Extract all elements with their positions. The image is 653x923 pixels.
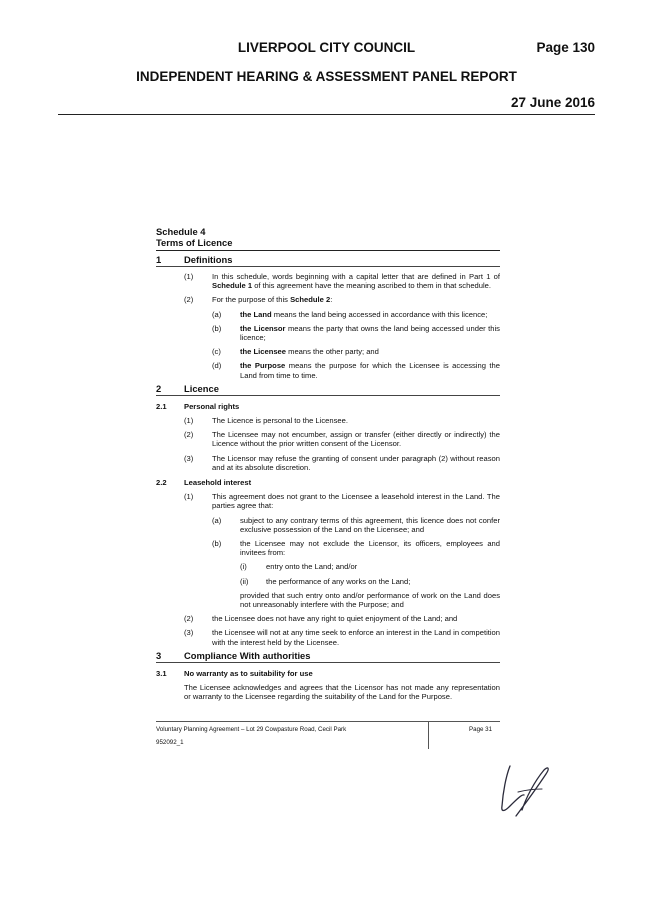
definition-item: (c) the Licensee means the other party; … bbox=[156, 347, 500, 356]
council-name: LIVERPOOL CITY COUNCIL bbox=[237, 40, 416, 55]
section-heading-3: 3 Compliance With authorities bbox=[156, 650, 500, 663]
clause-item: (1) In this schedule, words beginning wi… bbox=[156, 272, 500, 290]
scanned-document: Schedule 4 Terms of Licence 1 Definition… bbox=[156, 226, 500, 702]
schedule-rule bbox=[156, 250, 500, 251]
clause-item: (2) The Licensee may not encumber, assig… bbox=[156, 430, 500, 448]
clause-text: the Licensee means the other party; and bbox=[240, 347, 500, 356]
clause-label: (b) bbox=[212, 323, 222, 333]
clause-text: the Purpose means the purpose for which … bbox=[240, 361, 500, 379]
defined-term: the Land bbox=[240, 309, 272, 319]
clause-text: entry onto the Land; and/or bbox=[266, 562, 358, 572]
section-number: 3 bbox=[156, 649, 162, 661]
clause-text: This agreement does not grant to the Lic… bbox=[212, 492, 500, 511]
clause-text: the performance of any works on the Land… bbox=[266, 576, 411, 586]
definition-item: (d) the Purpose means the purpose for wh… bbox=[156, 361, 500, 379]
subsection-heading-2-2: 2.2 Leasehold interest bbox=[156, 478, 500, 487]
signature-icon bbox=[501, 765, 549, 817]
clause-label: (3) bbox=[184, 453, 194, 463]
proviso-text: provided that such entry onto and/or per… bbox=[240, 590, 500, 610]
clause-item: (a) subject to any contrary terms of thi… bbox=[156, 516, 500, 534]
subsection-heading-2-1: 2.1 Personal rights bbox=[156, 402, 500, 411]
clause-label: (1) bbox=[184, 272, 194, 281]
clause-label: (3) bbox=[184, 628, 194, 638]
clause-label: (d) bbox=[212, 361, 222, 371]
schedule-subtitle: Terms of Licence bbox=[156, 237, 233, 248]
definition-text: means the other party; and bbox=[286, 347, 379, 357]
subsection-title: No warranty as to suitability for use bbox=[184, 668, 313, 678]
page-number: Page 130 bbox=[536, 40, 595, 55]
clause-text: The Licensor may refuse the granting of … bbox=[212, 453, 500, 472]
footer-page-number: Page 31 bbox=[469, 726, 493, 733]
footer-rule bbox=[156, 721, 500, 722]
defined-term: the Purpose bbox=[240, 361, 286, 371]
definition-item: (a) the Land means the land being access… bbox=[156, 310, 500, 319]
section-heading-1: 1 Definitions bbox=[156, 254, 500, 267]
section-title: Definitions bbox=[184, 254, 233, 265]
clause-item: (2) the Licensee does not have any right… bbox=[156, 614, 500, 623]
clause-text: For the purpose of this Schedule 2: bbox=[212, 295, 333, 305]
report-title: INDEPENDENT HEARING & ASSESSMENT PANEL R… bbox=[136, 69, 517, 84]
schedule-title: Schedule 4 bbox=[156, 226, 206, 237]
clause-text: the Licensee may not exclude the Licenso… bbox=[240, 539, 500, 558]
section-title: Compliance With authorities bbox=[184, 649, 311, 661]
clause-label: (a) bbox=[212, 309, 222, 319]
header-rule bbox=[58, 114, 595, 115]
clause-label: (a) bbox=[212, 515, 222, 525]
clause-item: (ii) the performance of any works on the… bbox=[156, 577, 500, 586]
clause-text: subject to any contrary terms of this ag… bbox=[240, 515, 500, 534]
clause-item: (3) the Licensee will not at any time se… bbox=[156, 628, 500, 646]
clause-item: (i) entry onto the Land; and/or bbox=[156, 562, 500, 571]
clause-label: (i) bbox=[240, 562, 247, 572]
definition-text: means the party that owns the land being… bbox=[240, 323, 500, 343]
subsection-number: 3.1 bbox=[156, 668, 167, 678]
subsection-heading-3-1: 3.1 No warranty as to suitability for us… bbox=[156, 669, 500, 678]
report-date: 27 June 2016 bbox=[510, 95, 595, 110]
clause-text: The Licensee may not encumber, assign or… bbox=[212, 430, 500, 449]
defined-term: the Licensee bbox=[240, 347, 287, 357]
defined-term: the Licensor bbox=[240, 323, 286, 333]
clause-label: (1) bbox=[184, 416, 194, 426]
clause-item: (b) the Licensee may not exclude the Lic… bbox=[156, 539, 500, 557]
subsection-number: 2.2 bbox=[156, 478, 167, 488]
clause-label: (2) bbox=[184, 614, 194, 624]
definition-text: means the land being accessed in accorda… bbox=[271, 309, 488, 319]
clause-label: (ii) bbox=[240, 576, 249, 586]
clause-label: (1) bbox=[184, 492, 194, 502]
clause-text: the Licensor means the party that owns t… bbox=[240, 324, 500, 342]
clause-item: (3) The Licensor may refuse the granting… bbox=[156, 454, 500, 472]
clause-text: the Land means the land being accessed i… bbox=[240, 310, 500, 319]
section-title: Licence bbox=[184, 382, 219, 394]
footer-divider bbox=[428, 722, 429, 749]
footer-agreement-title: Voluntary Planning Agreement – Lot 29 Co… bbox=[156, 726, 347, 733]
clause-text: the Licensee does not have any right to … bbox=[212, 614, 458, 624]
clause-label: (b) bbox=[212, 539, 222, 549]
clause-text: In this schedule, words beginning with a… bbox=[212, 272, 500, 291]
definition-text: means the purpose for which the Licensee… bbox=[240, 361, 500, 380]
clause-item: (1) The Licence is personal to the Licen… bbox=[156, 416, 500, 425]
clause-label: (c) bbox=[212, 347, 221, 357]
clause-paragraph: The Licensee acknowledges and agrees tha… bbox=[184, 683, 500, 702]
section-number: 1 bbox=[156, 254, 162, 265]
document-footer: Voluntary Planning Agreement – Lot 29 Co… bbox=[156, 721, 500, 752]
subsection-title: Leasehold interest bbox=[184, 478, 252, 488]
subsection-title: Personal rights bbox=[184, 401, 240, 411]
clause-text: The Licence is personal to the Licensee. bbox=[212, 416, 348, 426]
subsection-number: 2.1 bbox=[156, 401, 167, 411]
clause-label: (2) bbox=[184, 295, 194, 305]
section-heading-2: 2 Licence bbox=[156, 383, 500, 396]
clause-label: (2) bbox=[184, 430, 194, 440]
clause-item: (1) This agreement does not grant to the… bbox=[156, 492, 500, 510]
clause-text: the Licensee will not at any time seek t… bbox=[212, 628, 500, 647]
definition-item: (b) the Licensor means the party that ow… bbox=[156, 324, 500, 342]
clause-item: (2) For the purpose of this Schedule 2: bbox=[156, 295, 500, 304]
section-number: 2 bbox=[156, 382, 162, 394]
footer-reference: 952092_1 bbox=[156, 739, 184, 746]
